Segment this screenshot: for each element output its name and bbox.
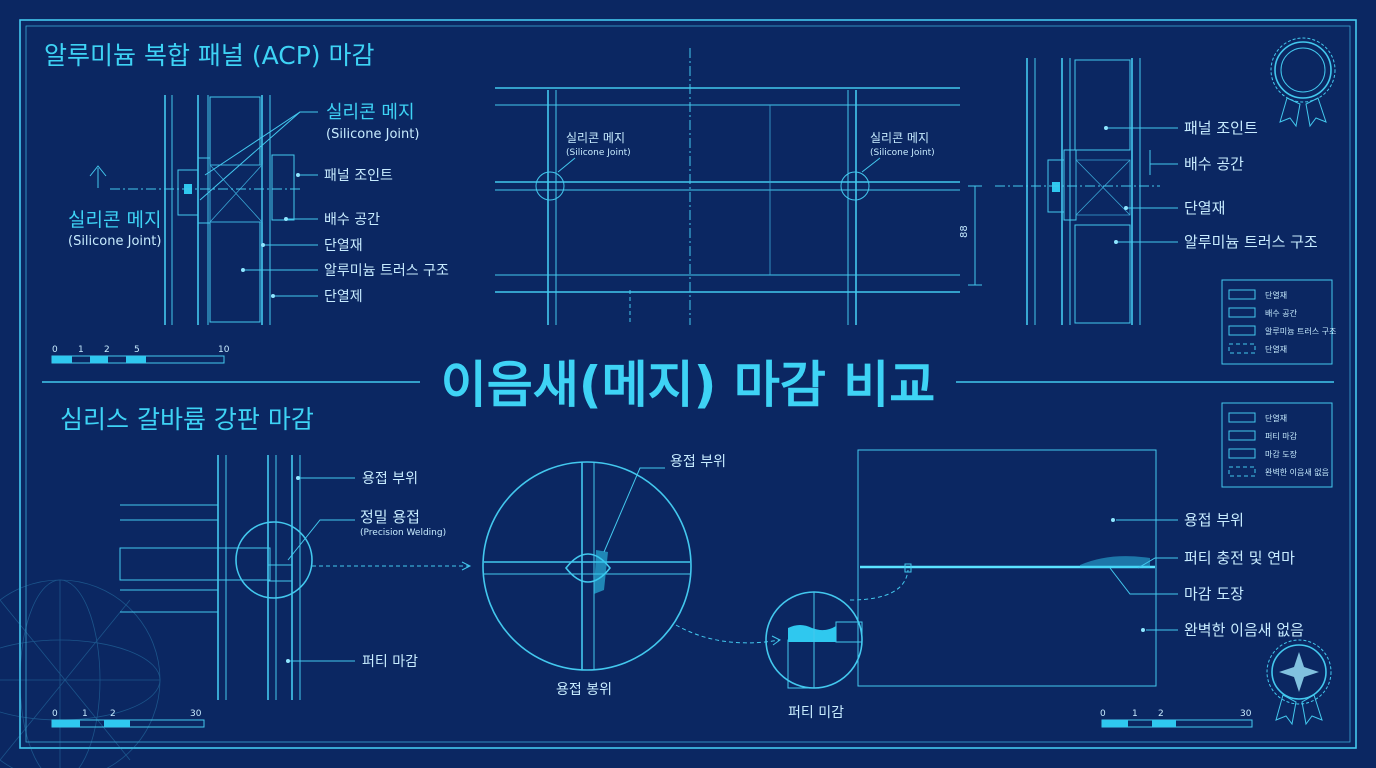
seamless-panel-elevation xyxy=(857,449,1178,687)
bc-label-weld-bottom: 용접 봉위 xyxy=(556,682,612,698)
br-label-paint: 마감 도장 xyxy=(1184,585,1244,603)
scale-bar-bottom-right xyxy=(1101,719,1253,728)
bc-label-putty: 퍼티 미감 xyxy=(788,705,844,721)
silicone-callout-ko: 실리콘 메지 xyxy=(326,102,415,123)
legend-bottom xyxy=(1221,402,1333,488)
elevation-left-callout-en: (Silicone Joint) xyxy=(566,148,631,158)
legend-bottom-item-3: 마감 도장 xyxy=(1265,449,1298,459)
scale-bl-2: 2 xyxy=(110,709,116,719)
right-label-insulation: 단열재 xyxy=(1184,199,1225,217)
elevation-left-callout-ko: 실리콘 메지 xyxy=(566,131,625,145)
br-label-no-seam: 완벽한 이음새 없음 xyxy=(1184,621,1304,639)
north-arrow-icon xyxy=(89,165,107,188)
legend-top xyxy=(1221,279,1333,365)
legend-top-item-4: 단열재 xyxy=(1265,344,1287,354)
legend-top-item-1: 단열재 xyxy=(1265,290,1287,300)
inner-frame xyxy=(25,25,1351,743)
label-insulation: 단열재 xyxy=(324,238,363,254)
acp-section-right xyxy=(995,58,1178,325)
scale-top-0: 0 xyxy=(52,345,58,355)
silicone-side-ko: 실리콘 메지 xyxy=(68,209,161,231)
globe-decoration xyxy=(0,579,161,768)
label-truss: 알루미늄 트러스 구조 xyxy=(324,263,449,279)
galvalume-heading: 심리스 갈바륨 강판 마감 xyxy=(60,405,314,434)
scale-top-2: 2 xyxy=(104,345,110,355)
acp-section-left xyxy=(89,95,318,325)
award-badge-icon xyxy=(1270,37,1336,128)
silicone-callout-en: (Silicone Joint) xyxy=(326,127,419,142)
label-insulation-2: 단열제 xyxy=(324,289,363,305)
legend-top-item-2: 배수 공간 xyxy=(1265,308,1298,318)
bl-label-precision-ko: 정밀 용접 xyxy=(360,508,420,526)
right-label-truss: 알루미늄 트러스 구조 xyxy=(1184,233,1318,251)
right-label-panel-joint: 패널 조인트 xyxy=(1184,119,1258,137)
bc-label-weld-top: 용접 부위 xyxy=(670,454,726,470)
label-panel-joint: 패널 조인트 xyxy=(324,168,393,184)
right-label-drain-space: 배수 공간 xyxy=(1184,155,1244,173)
scale-bar-top xyxy=(51,355,225,364)
scale-br-30: 30 xyxy=(1240,709,1252,719)
legend-bottom-item-4: 완벽한 이음새 없음 xyxy=(1265,467,1329,477)
scale-bl-0: 0 xyxy=(52,709,58,719)
weld-zoom-detail xyxy=(482,461,909,689)
br-label-putty-fill: 퍼티 충전 및 연마 xyxy=(1184,549,1295,567)
scale-top-10: 10 xyxy=(218,345,230,355)
scale-br-1: 1 xyxy=(1132,709,1138,719)
elevation-right-callout-ko: 실리콘 메지 xyxy=(870,131,929,145)
scale-bl-30: 30 xyxy=(190,709,202,719)
legend-top-item-3: 알루미늄 트러스 구조 xyxy=(1265,326,1336,336)
scale-br-0: 0 xyxy=(1100,709,1106,719)
bl-label-weld-area: 용접 부위 xyxy=(362,471,418,487)
seamless-section-left xyxy=(119,455,472,700)
silicone-side-en: (Silicone Joint) xyxy=(68,234,161,249)
acp-elevation xyxy=(495,48,982,325)
award-badge-star-icon xyxy=(1266,639,1332,726)
scale-top-1: 1 xyxy=(78,345,84,355)
bl-label-putty: 퍼티 마감 xyxy=(362,654,418,670)
scale-top-5: 5 xyxy=(134,345,140,355)
elevation-right-callout-en: (Silicone Joint) xyxy=(870,148,935,158)
acp-heading: 알루미늄 복합 패널 (ACP) 마감 xyxy=(44,41,375,70)
outer-frame xyxy=(19,19,1357,749)
scale-bar-bottom-left xyxy=(51,719,205,728)
scale-bl-1: 1 xyxy=(82,709,88,719)
scale-br-2: 2 xyxy=(1158,709,1164,719)
elevation-joint-right-circle xyxy=(840,171,870,201)
br-label-weld-area: 용접 부위 xyxy=(1184,511,1244,529)
elevation-dimension: 88 xyxy=(959,225,970,238)
bl-label-precision-en: (Precision Welding) xyxy=(360,528,446,538)
elevation-joint-left-circle xyxy=(535,171,565,201)
legend-bottom-item-1: 단열재 xyxy=(1265,413,1287,423)
weld-detail-circle xyxy=(235,521,313,599)
legend-bottom-item-2: 퍼티 마감 xyxy=(1265,431,1298,441)
label-drain-space: 배수 공간 xyxy=(324,212,380,228)
main-title: 이음새(메지) 마감 비교 xyxy=(441,356,936,414)
